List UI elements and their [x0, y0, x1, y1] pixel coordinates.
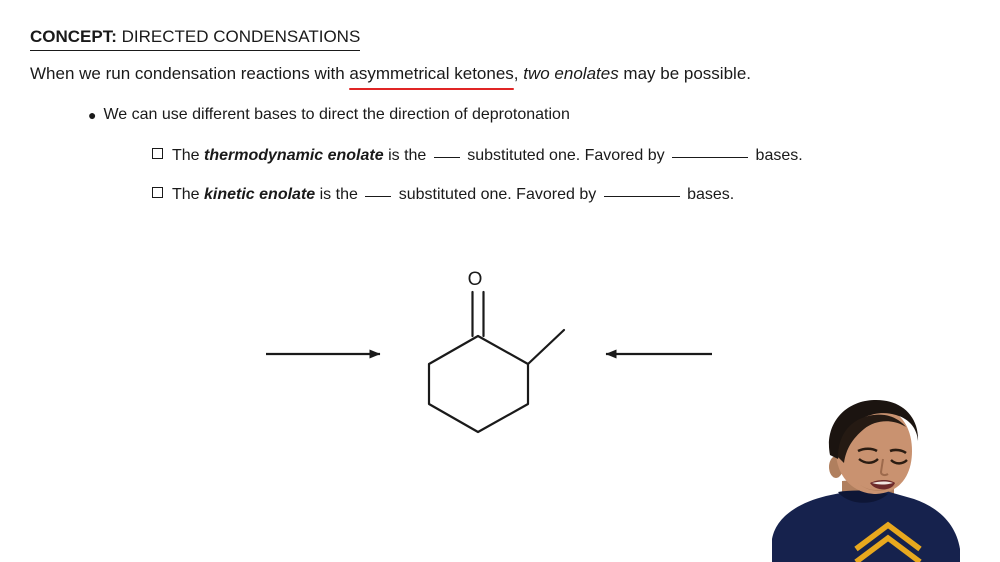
left-eye	[858, 458, 879, 464]
sub-item-thermodynamic-enolate: The thermodynamic enolate is the substit…	[152, 145, 803, 167]
hair-highlight	[838, 414, 906, 463]
teeth-shape	[872, 481, 893, 485]
sub-item-0-blank-1	[433, 157, 460, 158]
bullet-dot-icon: ●	[88, 107, 97, 123]
page-title: CONCEPT: DIRECTED CONDENSATIONS	[30, 26, 361, 51]
bullet-item-label: We can use different bases to direct the…	[103, 106, 570, 124]
sub-item-1-mid: is the	[315, 186, 363, 203]
sub-item-0-pre: The	[172, 147, 205, 164]
sub-item-1-blank-1	[365, 196, 392, 197]
cyclohexanone-ring	[427, 334, 530, 434]
nose-shape	[879, 458, 889, 477]
sub-item-kinetic-enolate: The kinetic enolate is the substituted o…	[152, 184, 734, 206]
left-eyebrow	[857, 447, 878, 453]
sub-item-1-blank-2	[603, 196, 680, 197]
methyl-substituent-bond	[526, 328, 566, 366]
right-eyebrow	[889, 448, 907, 455]
sub-item-0-mid2: substituted one. Favored by	[462, 147, 670, 164]
intro-part1: When we run condensation reactions with	[30, 64, 350, 83]
sub-item-1-post: bases.	[682, 186, 735, 203]
sub-item-1-mid2: substituted one. Favored by	[394, 186, 601, 203]
carbonyl-double-bond	[471, 290, 485, 338]
sub-item-1-pre: The	[172, 186, 205, 203]
right-eye	[890, 459, 908, 465]
sub-item-0-emphasis: thermodynamic enolate	[204, 147, 384, 164]
sub-item-0-blank-2	[672, 157, 749, 158]
intro-sentence: When we run condensation reactions with …	[30, 62, 751, 90]
intro-part2: ,	[513, 64, 524, 83]
hair-shape	[828, 399, 919, 459]
page-title-lead: CONCEPT:	[30, 27, 117, 46]
oxygen-atom-label: O	[468, 269, 483, 290]
intro-italic-two-enolates: two enolates	[523, 64, 619, 83]
instructor-webcam-overlay	[764, 399, 1000, 562]
bullet-item-bases: ● We can use different bases to direct th…	[88, 104, 570, 126]
instructor-portrait	[764, 399, 1000, 562]
checkbox-square-icon	[152, 148, 163, 159]
sub-item-1-emphasis: kinetic enolate	[204, 186, 316, 203]
page-title-rest: DIRECTED CONDENSATIONS	[116, 27, 361, 46]
checkbox-square-icon	[152, 187, 163, 198]
sub-item-0-post: bases.	[751, 147, 803, 164]
intro-part3: may be possible.	[618, 64, 751, 83]
sweater-chevron-logo-icon	[854, 521, 922, 562]
intro-highlight-asymmetrical-ketones: asymmetrical ketones	[349, 62, 515, 90]
sub-item-0-mid: is the	[383, 147, 431, 164]
